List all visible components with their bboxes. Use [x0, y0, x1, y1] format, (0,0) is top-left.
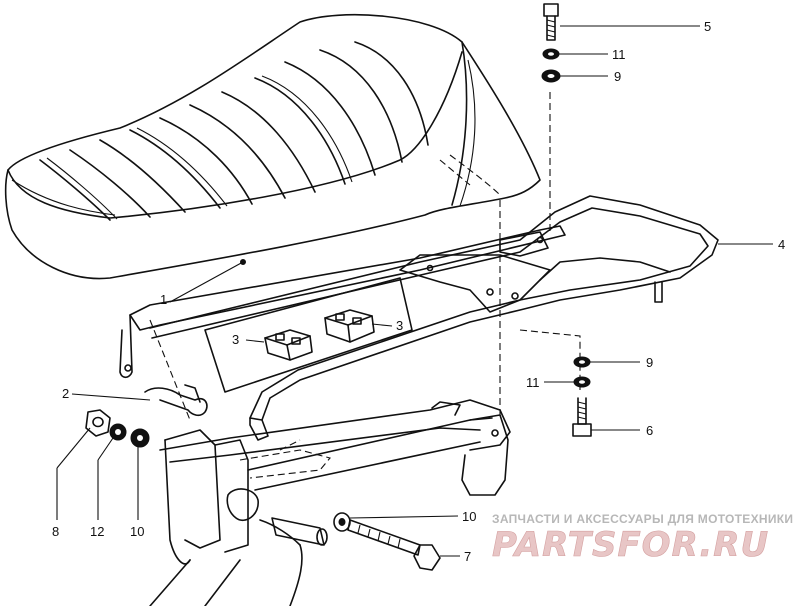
washer-9-right: [573, 356, 591, 368]
nut-8: [85, 409, 111, 437]
callout-7: 7: [464, 549, 471, 564]
washer-10-bolt: [333, 512, 351, 532]
callout-4: 4: [778, 237, 785, 252]
washer-12: [109, 423, 127, 441]
bolt6-centerline: [519, 329, 581, 390]
bolt-5: [543, 3, 559, 41]
leader-lines: [56, 25, 773, 557]
callout-3-right: 3: [396, 318, 403, 333]
callout-3-left: 3: [232, 332, 239, 347]
bolt-6: [572, 397, 592, 437]
callout-12: 12: [90, 524, 104, 539]
callout-10-bolt: 10: [462, 509, 476, 524]
grab-rail: [149, 195, 719, 441]
rubber-cushion-right: [324, 309, 375, 343]
callout-11-top: 11: [612, 47, 626, 62]
spacer-collar: [271, 517, 328, 546]
watermark-brand: PARTSFOR.RU: [492, 525, 769, 565]
washer-11-top: [542, 48, 560, 60]
hook-centerline: [149, 319, 191, 421]
callout-1: 1: [160, 292, 167, 307]
callout-labels: 1 2 3 3 4 5 6 7 8 9 9 10 10 11 11 12: [52, 19, 785, 564]
callout-5: 5: [704, 19, 711, 34]
frame-section: [149, 399, 511, 606]
watermark-tagline: ЗАПЧАСТИ И АКСЕССУАРЫ ДЛЯ МОТОТЕХНИКИ: [492, 512, 793, 526]
callout-11-right: 11: [526, 375, 540, 390]
washer-10-left: [130, 428, 150, 448]
washer-9-top: [541, 69, 561, 83]
callout-6: 6: [646, 423, 653, 438]
callout-8: 8: [52, 524, 59, 539]
callout-10-left: 10: [130, 524, 144, 539]
rubber-cushion-left: [264, 329, 313, 361]
washer-11-right: [573, 376, 591, 388]
callout-9-top: 9: [614, 69, 621, 84]
bolt-7: [347, 519, 441, 571]
callout-9-right: 9: [646, 355, 653, 370]
seat: [4, 13, 541, 280]
seat-hook: [144, 384, 208, 417]
watermark: ЗАПЧАСТИ И АКСЕССУАРЫ ДЛЯ МОТОТЕХНИКИ PA…: [492, 512, 793, 565]
callout-2: 2: [62, 386, 69, 401]
